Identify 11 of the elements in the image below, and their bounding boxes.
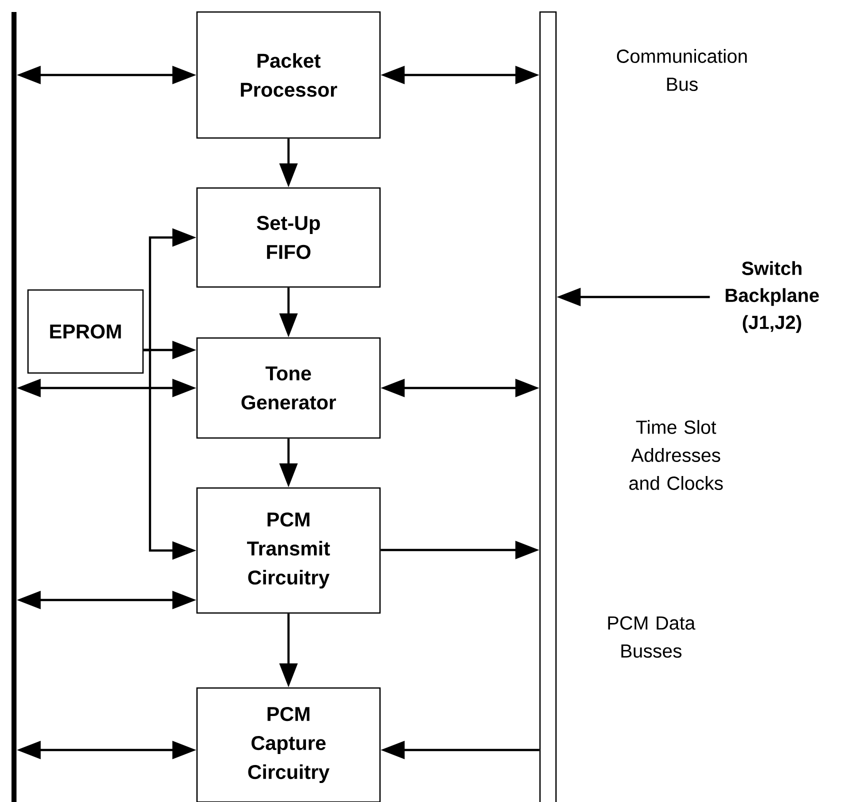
block-box: Set-Up FIFO	[196, 187, 381, 288]
block-box: PCM Capture Circuitry	[196, 687, 381, 802]
block-box: Packet Processor	[196, 11, 381, 139]
block-box: PCM Transmit Circuitry	[196, 487, 381, 614]
bus-bar	[539, 11, 557, 802]
block-box: EPROM	[27, 289, 144, 374]
switch-backplane-label: Switch Backplane (J1,J2)	[726, 261, 819, 333]
bus-label: Communication Bus	[616, 49, 747, 91]
bus-label: Time Slot Addresses and Clocks	[629, 420, 723, 490]
bus-label: PCM Data Busses	[608, 616, 696, 658]
block-box: Tone Generator	[196, 337, 381, 439]
